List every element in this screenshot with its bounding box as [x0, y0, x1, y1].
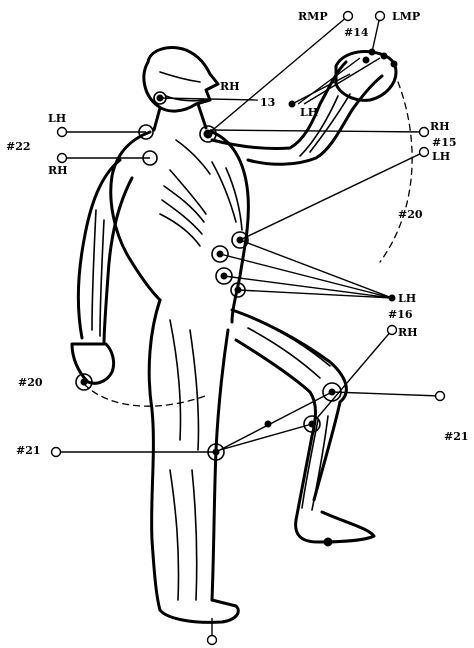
hanging-arm-outline	[78, 160, 132, 344]
line-lh-right1	[240, 152, 424, 240]
point-marker	[237, 237, 243, 243]
label-14: #14	[344, 26, 369, 39]
label-13: 13	[260, 96, 275, 109]
label-21-left: #21	[16, 444, 41, 457]
point-marker	[221, 273, 227, 279]
label-rh-head: RH	[220, 80, 240, 93]
point-marker	[389, 295, 395, 301]
point-marker	[381, 53, 387, 59]
point-marker	[363, 57, 369, 63]
label-22: #22	[6, 140, 31, 153]
line-rh-right2	[312, 330, 392, 424]
point-marker	[265, 421, 271, 427]
label-20-right: #20	[398, 208, 423, 221]
label-lh-right1: LH	[432, 150, 450, 163]
dashed-arc-left	[84, 384, 205, 406]
label-lmp: LMP	[392, 10, 420, 23]
label-21-right: #21	[444, 430, 469, 443]
point-marker	[81, 379, 87, 385]
line-21-right	[332, 392, 440, 396]
standing-foot-outline	[160, 600, 238, 622]
muscle-lines	[92, 72, 350, 600]
raised-foot-outline	[296, 512, 374, 542]
ring-markers	[76, 92, 341, 460]
line-head-rh	[160, 98, 258, 100]
point-marker	[235, 287, 241, 293]
torso-outline	[111, 132, 249, 322]
point-marker	[157, 95, 163, 101]
label-lh-right2: LH	[398, 292, 416, 305]
label-rh-left: RH	[48, 164, 68, 177]
point-marker	[324, 538, 332, 546]
label-rmp: RMP	[298, 10, 328, 23]
point-marker	[289, 101, 295, 107]
line-rmp	[208, 16, 348, 134]
point-marker	[213, 449, 219, 455]
label-20-left: #20	[18, 376, 43, 389]
dashed-arc-right	[380, 82, 412, 262]
point-marker	[217, 251, 223, 257]
point-marker	[204, 130, 212, 138]
label-rh-right2: RH	[398, 326, 418, 339]
label-16: #16	[388, 308, 413, 321]
line-rh-right1	[210, 130, 424, 132]
label-15: #15	[432, 136, 457, 149]
raised-leg-outline	[232, 310, 346, 520]
body-silhouette	[72, 48, 396, 623]
point-marker	[369, 49, 375, 55]
label-lh-left: LH	[48, 112, 66, 125]
line-lmp	[372, 16, 380, 52]
point-marker	[309, 421, 315, 427]
label-lh-hand: LH	[300, 106, 318, 119]
point-marker	[391, 61, 397, 67]
raised-arm-outline	[212, 62, 382, 164]
point-marker	[329, 389, 335, 395]
label-rh-right1: RH	[430, 120, 450, 133]
